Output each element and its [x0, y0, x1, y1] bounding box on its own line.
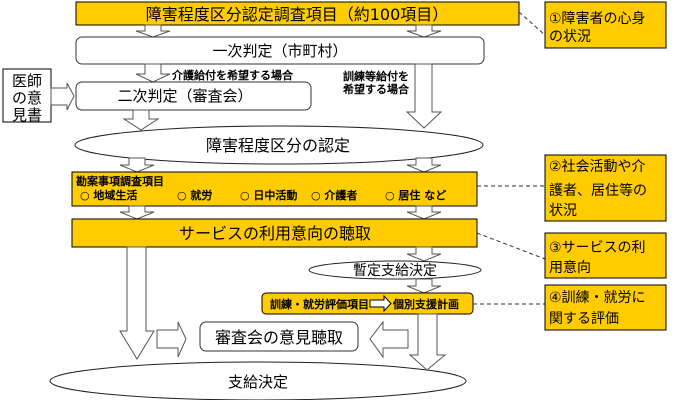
down-arrow-icon: [405, 63, 443, 129]
title-box-label: 障害程度区分認定調査項目（約100項目）: [146, 5, 449, 24]
note-line: 関する評価: [549, 311, 619, 327]
note-line: ③サービスの利: [549, 240, 646, 256]
note-box-2: [544, 154, 667, 222]
note-box-3: [544, 232, 667, 279]
down-arrow-icon: [406, 246, 442, 262]
primary-judgment-label: 一次判定（市町村）: [212, 42, 347, 60]
down-arrow-icon: [408, 313, 447, 371]
right-arrow-icon: [369, 294, 392, 313]
final-decision-label: 支給決定: [228, 373, 288, 391]
note-connector: [476, 232, 546, 260]
down-arrow-icon: [122, 109, 160, 131]
certification-label: 障害程度区分の認定: [206, 136, 350, 155]
down-arrow-icon: [406, 157, 442, 173]
note-box-4: [544, 284, 667, 331]
note-line: 用意向: [549, 259, 591, 276]
note-line: 護者、居住等の: [549, 182, 647, 199]
certification-ellipse: [74, 125, 484, 165]
down-arrow-icon: [406, 278, 442, 294]
down-arrow-icon: [406, 24, 442, 38]
down-arrow-icon: [119, 205, 155, 220]
training-benefit-label-line: 希望する場合: [342, 82, 410, 96]
doctor-opinion-line: の意: [12, 89, 42, 107]
note-box-1: [544, 1, 667, 49]
note-line: ④訓練・就労に: [549, 290, 646, 306]
left-arrow-icon: [369, 320, 409, 359]
consideration-item: ○ 地域生活: [80, 188, 137, 202]
consideration-items-box: [71, 171, 478, 207]
down-arrow-icon: [406, 205, 442, 220]
training-benefit-label-line: 訓練等給付を: [343, 69, 409, 83]
title-box: [75, 1, 520, 26]
down-arrow-icon: [135, 24, 171, 38]
doctor-opinion-line: 見書: [12, 106, 42, 124]
primary-judgment-box: [75, 36, 485, 65]
down-arrow-icon: [135, 63, 171, 83]
right-arrow-icon: [50, 82, 75, 111]
evaluation-items-label: 訓練・就労評価項目: [270, 297, 369, 311]
note-line: 状況: [549, 203, 577, 219]
individual-support-plan-label: 個別支援計画: [392, 297, 459, 311]
consideration-item: ○ 居住 など: [385, 188, 446, 202]
secondary-judgment-box: [75, 81, 312, 111]
service-intent-box: [71, 218, 478, 248]
consideration-item: ○ 介護者: [311, 188, 357, 202]
provisional-decision-label: 暫定支給決定: [353, 263, 437, 279]
note-line: ②社会活動や介: [549, 159, 646, 175]
note-line: の状況: [549, 29, 591, 45]
doctor-opinion-box: [2, 68, 52, 123]
service-intent-label: サービスの利用意向の聴取: [179, 224, 371, 243]
provisional-decision-ellipse: [308, 260, 482, 280]
doctor-opinion-line: 医師: [12, 72, 42, 90]
consideration-items-title: 勘案事項調査項目: [76, 174, 164, 188]
note-connector: [518, 11, 546, 36]
secondary-judgment-label: 二次判定（審査会）: [117, 87, 252, 105]
note-line: ①障害者の心身: [549, 11, 646, 27]
down-arrow-icon: [119, 246, 155, 360]
care-benefit-label: 介護給付を希望する場合: [171, 68, 294, 82]
down-arrow-icon: [119, 157, 155, 173]
right-arrow-icon: [156, 321, 187, 358]
review-board-box: [199, 321, 359, 352]
consideration-item: ○ 日中活動: [240, 188, 297, 202]
review-board-label: 審査会の意見聴取: [215, 328, 343, 347]
final-decision-ellipse: [49, 361, 467, 400]
consideration-item: ○ 就労: [177, 188, 212, 202]
